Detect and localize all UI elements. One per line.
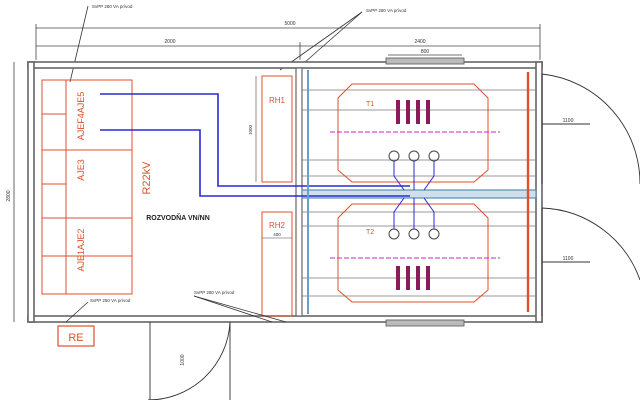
dim-door-bottom: 1100 <box>563 256 574 262</box>
cabinet-rh1: RH1 1000 <box>248 75 293 183</box>
label-rh2: RH2 <box>269 221 286 230</box>
label-room: ROZVODŇA VN/NN <box>146 213 210 222</box>
dim-height-left: 2800 <box>6 190 12 201</box>
dim-top-right-small: 800 <box>421 49 430 55</box>
callout-bottom-mid-label: SvPP 280 VA prívod <box>194 290 235 295</box>
door-top-right <box>541 73 640 184</box>
callout-bottom-left-label: SvPP 250 VA prívod <box>90 298 131 303</box>
t2-lv-bushings <box>396 266 430 290</box>
label-aje4-aje5: AJEF4AJE5 <box>76 92 86 141</box>
label-aje1-aje2: AJE1AJE2 <box>76 228 86 271</box>
dim-overall-width: 5000 <box>284 21 295 27</box>
dim-rh2-width: 400 <box>273 232 281 237</box>
dim-right-width: 2400 <box>414 39 425 45</box>
t1-hv-bushings <box>388 150 440 162</box>
label-aje3: AJE3 <box>76 159 86 181</box>
label-rh1: RH1 <box>269 96 286 105</box>
dim-left-width: 2000 <box>164 39 175 45</box>
hv-cables <box>100 93 410 197</box>
dim-door-left: 1000 <box>180 354 186 365</box>
dim-door-top: 1100 <box>563 118 574 124</box>
door-bottom-right <box>541 207 640 316</box>
transformer-t1: T1 <box>330 83 500 191</box>
label-r22kv: R22kV <box>141 161 153 195</box>
door-bottom-left <box>147 321 231 401</box>
callout-right-upper-label: SvPP 280 VA prívod <box>366 8 407 13</box>
dim-mid-height: 1000 <box>248 124 253 135</box>
t2-hv-bushings <box>388 228 440 240</box>
callout-right-upper: SvPP 280 VA prívod <box>279 8 407 71</box>
re-box: RE <box>57 325 95 347</box>
callout-top: SvPP 280 VA prívod <box>69 4 133 83</box>
cabinet-rh2: RH2 400 <box>261 211 293 317</box>
label-t2: T2 <box>366 229 374 236</box>
callout-top-label: SvPP 280 VA prívod <box>92 4 133 9</box>
t1-lv-bushings <box>396 100 430 124</box>
callout-bottom-mid: SvPP 280 VA prívod <box>193 290 287 323</box>
top-dimensions <box>35 24 541 60</box>
transformer-t2: T2 <box>330 197 500 303</box>
callout-bottom-left: SvPP 250 VA prívod <box>65 298 131 323</box>
label-re: RE <box>68 332 83 344</box>
label-t1: T1 <box>366 101 374 108</box>
switchgear-r22kv <box>41 79 133 295</box>
